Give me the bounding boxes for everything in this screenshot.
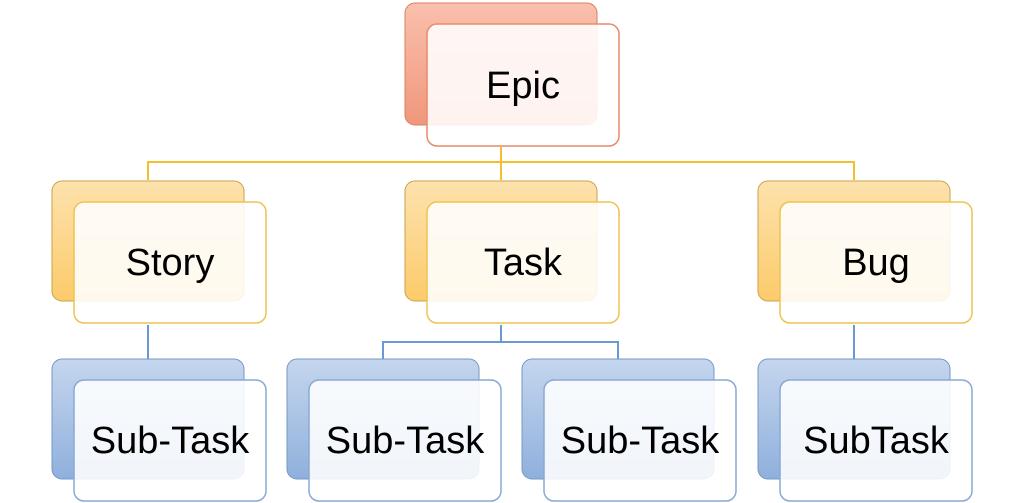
node-task-subtask-2-front (543, 379, 737, 502)
node-task[interactable]: Task (404, 180, 620, 324)
node-story-subtask[interactable]: Sub-Task (51, 358, 267, 502)
node-bug[interactable]: Bug (757, 180, 973, 324)
node-story-subtask-label: Sub-Task (91, 420, 250, 462)
node-epic-label: Epic (486, 65, 560, 107)
node-bug-label: Bug (842, 242, 910, 284)
connector-task-subtasks (382, 325, 619, 360)
node-task-subtask-2-label: Sub-Task (561, 420, 720, 462)
node-story-label: Story (126, 242, 215, 284)
node-story[interactable]: Story (51, 180, 267, 324)
node-bug-subtask-front (779, 379, 973, 502)
node-task-subtask-1-label: Sub-Task (326, 420, 485, 462)
connector-epic-children (147, 147, 855, 180)
node-epic-front (426, 23, 620, 147)
node-bug-front (779, 201, 973, 324)
node-epic[interactable]: Epic (404, 2, 620, 147)
node-task-subtask-2[interactable]: Sub-Task (521, 358, 737, 502)
node-story-subtask-front (73, 379, 267, 502)
node-task-subtask-1[interactable]: Sub-Task (286, 358, 502, 502)
node-bug-subtask-label: SubTask (803, 420, 950, 462)
node-task-label: Task (484, 242, 563, 284)
node-task-front (426, 201, 620, 324)
node-story-front (73, 201, 267, 324)
node-task-subtask-1-front (308, 379, 502, 502)
node-bug-subtask[interactable]: SubTask (757, 358, 973, 502)
